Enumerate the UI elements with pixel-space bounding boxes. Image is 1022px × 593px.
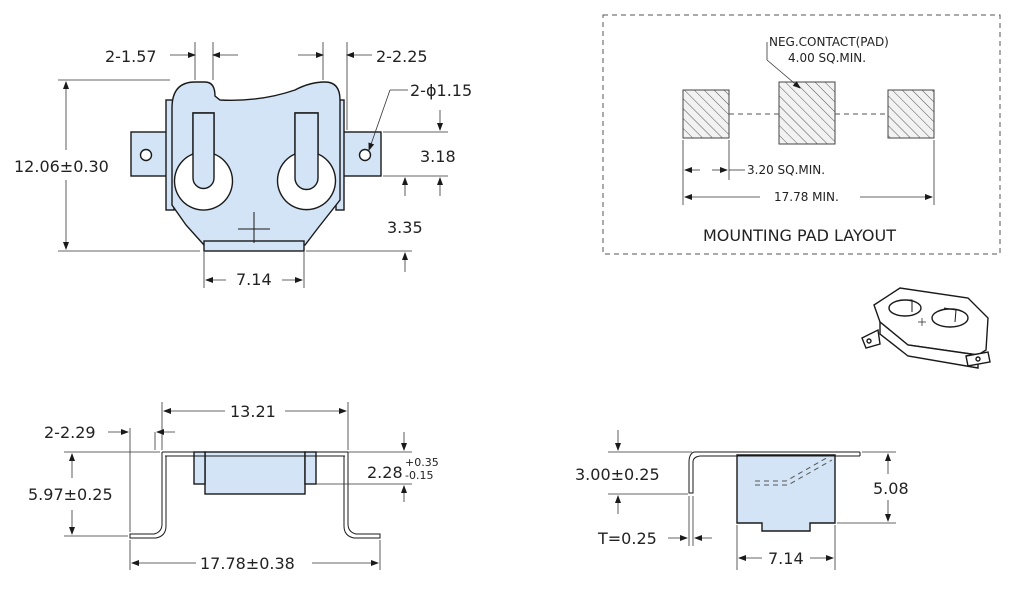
dim-side-bottom: 7.14	[768, 549, 804, 568]
dim-side-height: 3.00±0.25	[575, 465, 660, 484]
dim-bottom-width: 7.14	[236, 270, 272, 289]
dim-overall-height: 12.06±0.30	[14, 157, 109, 176]
pad-layout-title: MOUNTING PAD LAYOUT	[703, 226, 896, 245]
pad-right	[887, 89, 935, 139]
neg-contact-size: 4.00 SQ.MIN.	[788, 51, 866, 65]
pad-center	[778, 81, 836, 145]
front-body	[204, 451, 306, 495]
dim-front-height: 5.97±0.25	[28, 485, 113, 504]
pad-layout: NEG.CONTACT(PAD) 4.00 SQ.MIN. 3.20 SQ.MI…	[602, 14, 1001, 255]
isometric-view	[861, 287, 991, 369]
front-view: 13.21 2-2.29 5.97±0.25 2.28 +0.35 -0.15 …	[28, 402, 439, 573]
right-lead	[343, 452, 381, 539]
dim-tab-width: 2-2.25	[376, 47, 428, 66]
dim-tab-offset: 3.35	[387, 218, 423, 237]
dim-front-body-tol-minus: -0.15	[405, 469, 433, 482]
side-body	[736, 454, 836, 532]
dim-span: 17.78 MIN.	[774, 190, 839, 204]
pad-layout-frame	[602, 14, 1001, 255]
dim-hole-dia: 2-ϕ1.15	[410, 81, 472, 100]
dim-front-overall: 17.78±0.38	[200, 554, 295, 573]
right-tab-hole	[358, 148, 372, 162]
left-tab-hole	[139, 148, 153, 162]
dim-front-body-tol-plus: +0.35	[405, 456, 439, 469]
dim-front-body: 2.28	[367, 463, 403, 482]
dim-front-top-width: 13.21	[230, 402, 276, 421]
pad-left	[682, 89, 730, 139]
top-view: 2-1.57 2-2.25 2-ϕ1.15 12.06±0.30 3.18 3.…	[14, 42, 472, 289]
dim-tab-height: 3.18	[420, 147, 456, 166]
dim-thickness: T=0.25	[597, 529, 657, 548]
dim-pad-size: 3.20 SQ.MIN.	[747, 163, 825, 177]
side-view: 3.00±0.25 T=0.25 5.08 7.14	[575, 430, 909, 570]
left-lead	[129, 452, 167, 539]
neg-contact-label: NEG.CONTACT(PAD)	[769, 35, 889, 49]
side-lead	[688, 451, 701, 494]
dim-side-body-height: 5.08	[873, 479, 909, 498]
dim-lead-width: 2-2.29	[44, 423, 96, 442]
dim-pin-width: 2-1.57	[105, 47, 157, 66]
